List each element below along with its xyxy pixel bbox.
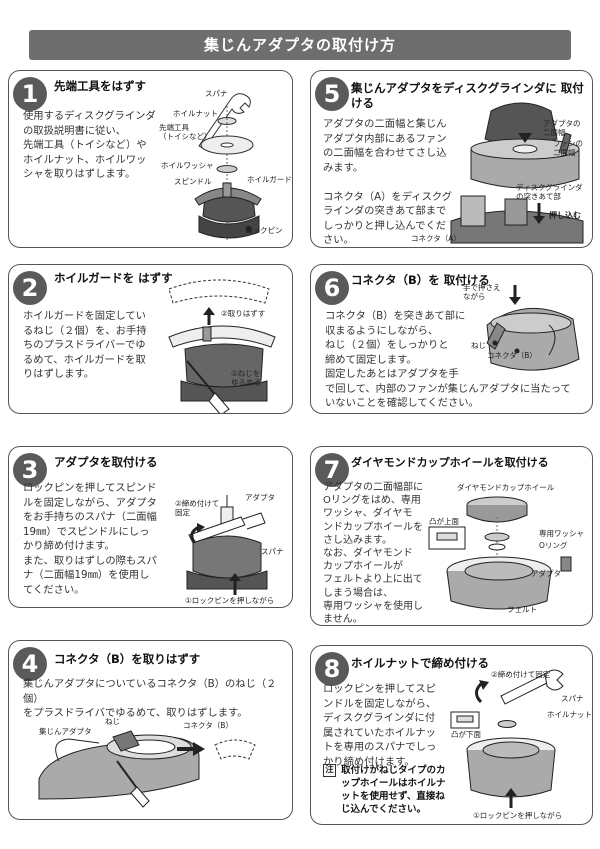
step-number: 8 <box>315 652 349 686</box>
label-lock-pin: ロックピン <box>245 226 283 235</box>
step-number: 6 <box>315 271 349 305</box>
label-remove: ②取りはずす <box>221 309 266 318</box>
guard-removal-illustration <box>168 279 276 413</box>
caution-mark: 注 <box>323 764 336 777</box>
label-washer: 専用ワッシャ <box>539 529 584 538</box>
step-title: ダイヤモンドカップホイールを取付ける <box>351 456 549 469</box>
step-number: 1 <box>13 77 47 111</box>
label-adapter: アダプタ <box>531 569 561 578</box>
label-spanner: スパナ <box>561 694 584 703</box>
label-spanner: スパナ <box>205 89 228 98</box>
step-8-panel: 8 ホイルナットで締め付ける ロックピンを押してスピ ンドルを固定しながら、 デ… <box>310 645 593 825</box>
label-o-ring: Oリング <box>539 541 568 550</box>
label-felt: フェルト <box>507 605 537 614</box>
step-title: アダプタを取付ける <box>54 455 158 469</box>
step-title: 先端工具をはずす <box>54 79 146 93</box>
label-screw: ねじ <box>105 717 120 726</box>
label-screw: ねじ <box>471 341 486 350</box>
label-spindle: スピンドル <box>174 177 212 186</box>
step-5-panel: 5 集じんアダプタをディスクグラインダに 取付ける アダプタの二面幅と集じん ア… <box>310 70 593 248</box>
step-number: 7 <box>315 453 349 487</box>
label-wheel-guard: ホイルガード <box>247 175 292 184</box>
label-convex-down: 凸が下面 <box>451 730 481 739</box>
step-title: ホイルナットで締め付ける <box>351 656 489 670</box>
step-title: コネクタ（B）を取りはずす <box>54 652 201 666</box>
step-text: 集じんアダプタについているコネクタ（B）のねじ（２個） をプラスドライバでゆるめ… <box>23 678 277 719</box>
step-number: 2 <box>13 271 47 305</box>
step-text: ロックピンを押してスピ ンドルを固定しながら、 ディスクグラインダに付 属されて… <box>323 683 437 768</box>
label-wheel-nut: ホイルナット <box>547 710 592 719</box>
label-tighten: ②締め付けて 固定 <box>175 499 220 517</box>
label-tighten: ②締め付けて固定 <box>491 670 551 679</box>
step-number: 4 <box>13 647 47 681</box>
step-text: ロックピンを押してスピンド ルを固定しながら、アダプタ をお手持ちのスパナ（二面… <box>23 482 157 596</box>
step-3-panel: 3 アダプタを取付ける ロックピンを押してスピンド ルを固定しながら、アダプタ … <box>8 446 293 608</box>
step-text: アダプタの二面幅と集じん アダプタ内部にあるファン の二面幅を合わせてさし込 み… <box>323 118 453 246</box>
step-text: アダプタの二面幅部に Oリングをはめ、専用 ワッシャ、ダイヤモ ンドカップホイー… <box>323 482 423 626</box>
label-connector-b: コネクタ（B） <box>183 721 233 730</box>
wheel-nut-tighten-illustration <box>450 669 564 808</box>
label-wheel-washer: ホイルワッシャ <box>161 161 214 170</box>
label-hold: 手で押さえ ながら <box>463 283 501 301</box>
connector-b-install-illustration <box>486 285 580 371</box>
label-stop: ディスクグラインダ の突きあて部 <box>516 183 583 201</box>
label-loosen: ①ねじを ゆるめる <box>231 369 261 387</box>
label-lock-pin: ①ロックピンを押しながら <box>473 811 563 820</box>
adapter-tighten-illustration <box>186 495 268 595</box>
step-number: 5 <box>315 77 349 111</box>
caution-text: 取付けがねじタイプのカ ップホイールはホイルナ ットを使用せず、直接ね じ込んで… <box>341 765 446 815</box>
step-title: 集じんアダプタをディスクグラインダに 取付ける <box>351 81 584 110</box>
label-adapter: アダプタ <box>245 493 275 502</box>
label-lock-pin: ①ロックピンを押しながら <box>185 596 275 605</box>
step-title: コネクタ（B）を 取付ける <box>351 273 490 287</box>
label-connector-b: コネクタ（B） <box>487 351 537 360</box>
step-number: 3 <box>13 453 47 487</box>
step-text: ホイルガードを固定してい るねじ（２個）を、お手持 ちのプラスドライバーでゆ る… <box>23 310 147 380</box>
label-connector-a: コネクタ（A） <box>411 234 461 243</box>
tool-removal-illustration <box>194 93 262 241</box>
page-title: 集じんアダプタの取付け方 <box>29 30 571 60</box>
label-cup-wheel: ダイヤモンドカップホイール <box>457 483 555 492</box>
label-tool: 先端工具 （トイシなど） <box>159 123 212 141</box>
step-2-panel: 2 ホイルガードを はずす ホイルガードを固定してい るねじ（２個）を、お手持 … <box>8 264 293 414</box>
label-adapter-width: アダプタの 二面幅 <box>543 119 581 137</box>
label-convex-up: 凸が上面 <box>429 517 459 526</box>
label-wheel-nut: ホイルナット <box>173 109 218 118</box>
step-text: コネクタ（B）を突きあて部に 収まるようにしながら、 ねじ（２個）をしっかりと … <box>325 310 571 409</box>
step-title: ホイルガードを はずす <box>54 271 173 285</box>
step-7-panel: 7 ダイヤモンドカップホイールを取付ける アダプタの二面幅部に Oリングをはめ、… <box>310 446 593 626</box>
step-4-panel: 4 コネクタ（B）を取りはずす 集じんアダプタについているコネクタ（B）のねじ（… <box>8 640 293 820</box>
label-push: 押し込む <box>549 211 581 220</box>
label-fan-width: ファンの 二面幅 <box>553 139 583 157</box>
label-spanner: スパナ <box>261 547 284 556</box>
connector-b-removal-illustration <box>38 730 256 808</box>
adapter-install-illustration <box>450 102 584 244</box>
cup-wheel-install-illustration <box>428 496 572 610</box>
step-1-panel: 1 先端工具をはずす 使用するディスクグラインダ の取扱説明書に従い、 先端工具… <box>8 70 293 248</box>
label-adapter: 集じんアダプタ <box>39 727 92 736</box>
step-text: 使用するディスクグラインダ の取扱説明書に従い、 先端工具（トイシなど）や ホイ… <box>23 110 156 180</box>
step-6-panel: 6 コネクタ（B）を 取付ける コネクタ（B）を突きあて部に 収まるようにしなが… <box>310 264 593 414</box>
